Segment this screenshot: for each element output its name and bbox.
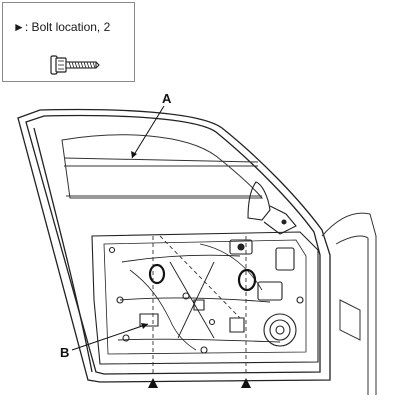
door-frame [17, 108, 331, 383]
callout-b-label: B [60, 345, 69, 360]
triangle-up-icon [241, 378, 251, 388]
bolt-circles [148, 263, 257, 292]
bolt-markers [148, 378, 251, 388]
callout-a-label: A [162, 91, 172, 106]
legend-box: ►: Bolt location, 2 [2, 2, 135, 82]
bolt-location-marker: ► [13, 20, 25, 34]
bolt-location-left [148, 263, 166, 285]
legend-text: : Bolt location, 2 [24, 20, 111, 34]
window-glass [61, 134, 264, 199]
bolt-icon [50, 55, 100, 75]
mirror [247, 181, 297, 235]
door-module [91, 231, 319, 365]
guide-lines [152, 235, 247, 376]
body-pillar [321, 212, 377, 395]
callout-a: A [131, 91, 172, 159]
bolt-location-right [237, 268, 257, 292]
callout-b: B [60, 323, 149, 360]
triangle-up-icon [148, 378, 158, 388]
legend-label: ►: Bolt location, 2 [13, 20, 110, 34]
